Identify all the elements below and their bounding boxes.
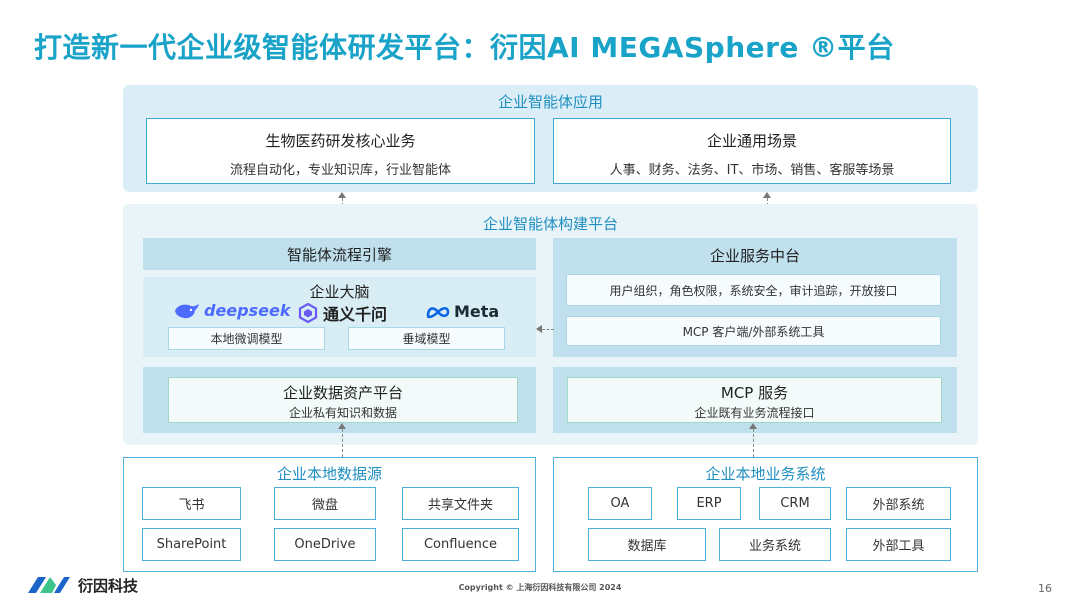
mcp-client-label: MCP 客户端/外部系统工具 [682,324,825,339]
source-shared-folder: 共享文件夹 [402,487,519,520]
mcp-service-sub: 企业既有业务流程接口 [694,406,815,420]
arrow-up-right-src [749,423,757,429]
footer-copyright: Copyright © 上海衍因科技有限公司 2024 [458,583,622,592]
qwen-hexagon-icon [298,303,318,323]
connector-right-app [767,198,768,206]
platform-layer: 企业智能体构建平台 智能体流程引擎 企业大脑 deepseek 通义千问 [123,204,978,445]
mcp-client: MCP 客户端/外部系统工具 [566,316,941,346]
data-asset-platform-wrap: 企业数据资产平台 企业私有知识和数据 [143,367,536,433]
source-sharepoint: SharePoint [142,528,241,561]
app-card-biomed: 生物医药研发核心业务 流程自动化，专业知识库，行业智能体 [146,118,535,184]
deepseek-whale-icon [175,303,199,318]
connector-left-app [342,198,343,206]
logo-meta: Meta [425,302,499,321]
local-finetune-model: 本地微调模型 [168,327,325,350]
source-feishu: 飞书 [142,487,241,520]
vertical-model: 垂域模型 [348,327,505,350]
service-center-governance-label: 用户组织，角色权限，系统安全，审计追踪，开放接口 [609,283,898,298]
mcp-service-title: MCP 服务 [720,384,789,402]
service-center: 企业服务中台 用户组织，角色权限，系统安全，审计追踪，开放接口 MCP 客户端/… [553,238,957,357]
source-onedrive: OneDrive [274,528,376,561]
service-center-governance: 用户组织，角色权限，系统安全，审计追踪，开放接口 [566,274,941,306]
logo-deepseek: deepseek [173,301,290,320]
mcp-service: MCP 服务 企业既有业务流程接口 [567,377,942,423]
service-center-title: 企业服务中台 [709,247,800,265]
data-asset-platform-title: 企业数据资产平台 [282,384,403,402]
connector-left-src [342,429,343,457]
arrow-left-brain [536,325,542,333]
system-crm: CRM [759,487,831,520]
app-layer-title: 企业智能体应用 [497,93,603,111]
arrow-up-right-app [763,192,771,198]
local-biz-systems: 企业本地业务系统 OA ERP CRM 外部系统 数据库 业务系统 外部工具 [553,457,978,572]
enterprise-brain: 企业大脑 deepseek 通义千问 Meta 本地微调模型 [143,277,536,357]
page-number: 16 [1038,582,1052,595]
agent-flow-engine: 智能体流程引擎 [143,238,536,270]
local-data-sources-title: 企业本地数据源 [276,465,382,483]
local-data-sources: 企业本地数据源 飞书 微盘 共享文件夹 SharePoint OneDrive … [123,457,536,572]
app-layer: 企业智能体应用 生物医药研发核心业务 流程自动化，专业知识库，行业智能体 企业通… [123,85,978,192]
meta-infinity-icon [426,306,450,318]
data-asset-platform-sub: 企业私有知识和数据 [288,406,397,420]
vertical-model-label: 垂域模型 [402,332,451,346]
local-biz-systems-title: 企业本地业务系统 [705,465,826,483]
system-external: 外部系统 [846,487,951,520]
brand-name: 衍因科技 [78,576,139,595]
connector-right-src [753,429,754,457]
system-database: 数据库 [588,528,706,561]
arrow-up-left-app [338,192,346,198]
app-card-general: 企业通用场景 人事、财务、法务、IT、市场、销售、客服等场景 [553,118,951,184]
logo-qwen: 通义千问 [298,301,387,325]
brand-mark-icon [28,577,70,593]
logo-deepseek-text: deepseek [204,301,291,320]
system-external-tools: 外部工具 [846,528,951,561]
local-finetune-model-label: 本地微调模型 [210,332,283,346]
app-card-biomed-sub: 流程自动化，专业知识库，行业智能体 [229,163,451,178]
app-card-general-title: 企业通用场景 [706,132,797,150]
system-oa: OA [588,487,652,520]
source-confluence: Confluence [402,528,519,561]
system-erp: ERP [677,487,741,520]
arrow-up-left-src [338,423,346,429]
platform-layer-title: 企业智能体构建平台 [482,215,618,233]
data-asset-platform: 企业数据资产平台 企业私有知识和数据 [168,377,518,423]
system-business: 业务系统 [719,528,831,561]
app-card-general-sub: 人事、财务、法务、IT、市场、销售、客服等场景 [609,163,895,178]
connector-service-brain [542,329,554,330]
brand-logo: 衍因科技 [26,573,138,597]
enterprise-brain-title: 企业大脑 [309,283,370,301]
logo-meta-text: Meta [454,302,500,321]
source-weipan: 微盘 [274,487,376,520]
agent-flow-engine-label: 智能体流程引擎 [286,245,392,264]
app-card-biomed-title: 生物医药研发核心业务 [265,132,416,150]
page-title: 打造新一代企业级智能体研发平台：衍因AI MEGASphere ®平台 [34,31,895,64]
mcp-service-wrap: MCP 服务 企业既有业务流程接口 [553,367,957,433]
logo-qwen-text: 通义千问 [323,305,388,324]
